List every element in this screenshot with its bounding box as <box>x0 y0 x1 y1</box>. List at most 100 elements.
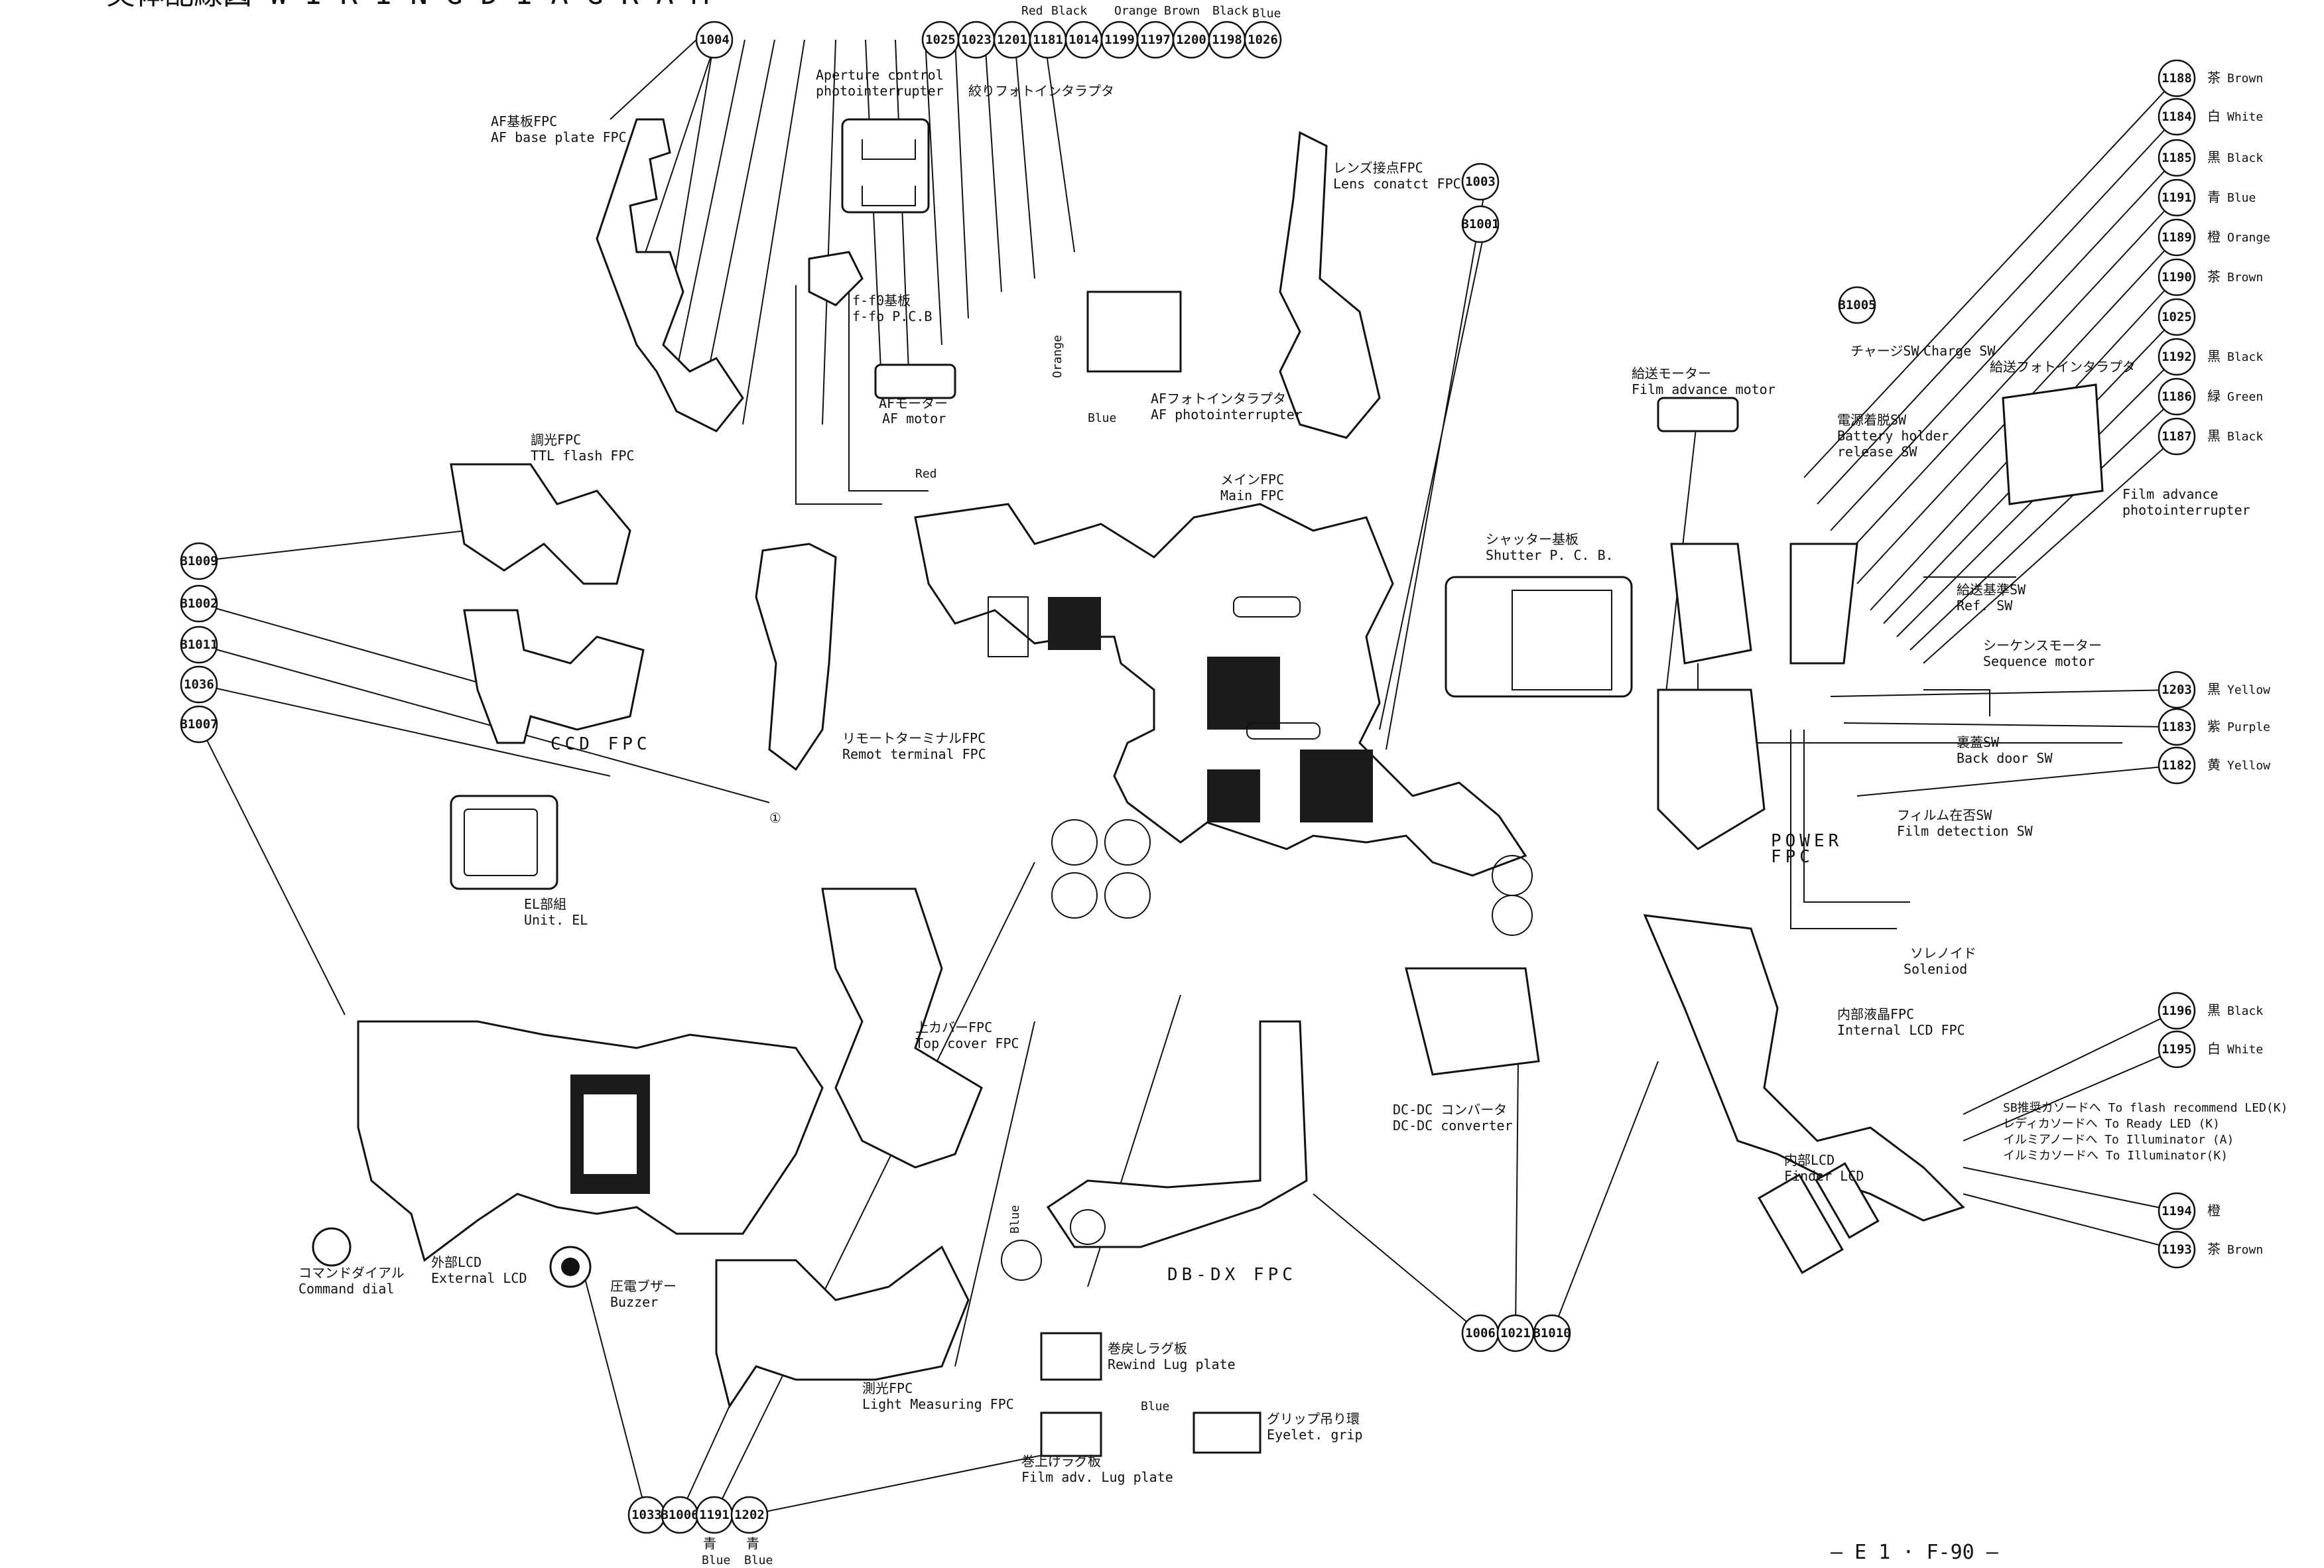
callout-bubble-1026: 1026 <box>1244 21 1282 59</box>
svg-text:レディカソードへ To Ready LED (K): レディカソードへ To Ready LED (K) <box>2003 1117 2220 1131</box>
svg-text:シーケンスモーター: シーケンスモーター <box>1983 637 2102 653</box>
light-measuring-fpc <box>715 1245 970 1409</box>
callout-label: 1201 <box>997 33 1027 47</box>
svg-text:巻上げラグ板: 巻上げラグ板 <box>1021 1453 1101 1469</box>
callout-bubble-1197: 1197 <box>1136 21 1175 59</box>
svg-text:SB推奨カソードへ To flash recommend: SB推奨カソードへ To flash recommend LED(K) <box>2003 1101 2288 1115</box>
svg-text:Battery holder: Battery holder <box>1837 428 1949 444</box>
svg-text:内部液晶FPC: 内部液晶FPC <box>1837 1006 1914 1022</box>
callout-bubble-1006: 1006 <box>1461 1314 1500 1352</box>
callout-label: B1006 <box>661 1508 698 1522</box>
callout-label: 1202 <box>734 1508 765 1522</box>
svg-text:Finder LCD: Finder LCD <box>1784 1168 1864 1184</box>
wire-color-jp: 橙 <box>2207 1203 2221 1218</box>
wire-color-en: White <box>2227 1043 2263 1057</box>
callout-label: 1033 <box>631 1508 662 1522</box>
svg-text:イルミカソードへ To Illuminator(K): イルミカソードへ To Illuminator(K) <box>2003 1149 2228 1163</box>
svg-text:外部LCD: 外部LCD <box>431 1254 482 1270</box>
svg-text:レンズ接点FPC: レンズ接点FPC <box>1333 160 1423 176</box>
callout-label: B1001 <box>1461 217 1499 231</box>
wire-color-en: Purple <box>2227 720 2270 734</box>
callout-bubble-1198: 1198 <box>1208 21 1246 59</box>
callout-bubble-1004: 1004 <box>695 21 734 59</box>
af-motor <box>874 363 956 399</box>
component-labels: AF基板FPC AF base plate FPC Aperture contr… <box>298 67 2288 1485</box>
svg-text:DC-DC converter: DC-DC converter <box>1393 1118 1513 1134</box>
sequence-board <box>1670 543 1752 665</box>
callout-bubble-b1002: B1002 <box>180 584 218 623</box>
callout-bubble-1025: 1025 <box>921 21 960 59</box>
callout-label: 1188 <box>2162 71 2192 86</box>
wire-color-en: Black <box>2227 430 2263 444</box>
callout-bubble-1188: 1188 <box>2158 59 2196 98</box>
svg-text:裏蓋SW: 裏蓋SW <box>1957 734 2000 750</box>
film-advance-photointerrupter <box>2002 383 2104 505</box>
callout-label: 1189 <box>2162 230 2192 245</box>
svg-text:Aperture control: Aperture control <box>816 67 944 83</box>
svg-text:Blue: Blue <box>1008 1205 1022 1234</box>
callout-label: 1184 <box>2162 109 2192 124</box>
wire-color-en: Black <box>2227 1004 2263 1018</box>
svg-text:Blue: Blue <box>702 1553 730 1567</box>
svg-text:シャッター基板: シャッター基板 <box>1486 531 1579 547</box>
wire-color-jp: 白 <box>2207 1041 2221 1057</box>
callout-bubble-1186: 1186 <box>2158 377 2196 416</box>
svg-text:External LCD: External LCD <box>431 1270 527 1286</box>
finder-lcd <box>1758 1173 1844 1274</box>
svg-text:メインFPC: メインFPC <box>1220 472 1284 488</box>
wire-color-jp: 紫 <box>2207 718 2221 734</box>
svg-text:Back door SW: Back door SW <box>1957 750 2053 766</box>
callout-label: B1005 <box>1838 298 1876 312</box>
wire-color-en: Green <box>2227 390 2263 404</box>
callout-bubble-b1001: B1001 <box>1461 205 1500 243</box>
callout-bubble-1184: 1184 <box>2158 98 2196 136</box>
svg-text:DB-DX FPC: DB-DX FPC <box>1167 1265 1297 1285</box>
svg-text:Lens conatct FPC: Lens conatct FPC <box>1333 176 1461 192</box>
svg-text:Eyelet. grip: Eyelet. grip <box>1267 1427 1363 1443</box>
callout-label: 1193 <box>2162 1242 2192 1257</box>
svg-text:リモートターミナルFPC: リモートターミナルFPC <box>842 730 986 746</box>
callout-label: 1025 <box>2162 310 2192 324</box>
svg-text:青: 青 <box>703 1535 716 1551</box>
ccd-fpc <box>463 609 645 744</box>
top-cover-fpc <box>821 887 983 1169</box>
svg-text:TTL flash FPC: TTL flash FPC <box>531 448 635 464</box>
wire-color-jp: 黒 <box>2207 428 2221 444</box>
page-footer: — E 1 · F-90 — <box>1831 1541 1999 1564</box>
svg-text:コマンドダイアル: コマンドダイアル <box>298 1265 405 1281</box>
wire-color-jp: 青 <box>2207 189 2221 205</box>
svg-text:巻戻しラグ板: 巻戻しラグ板 <box>1108 1340 1187 1356</box>
film-advance-motor <box>1657 397 1739 432</box>
svg-text:Light Measuring FPC: Light Measuring FPC <box>862 1396 1014 1412</box>
callout-label: 1004 <box>699 33 730 47</box>
callout-bubble-1200: 1200 <box>1172 21 1210 59</box>
svg-text:photointerrupter: photointerrupter <box>816 83 944 99</box>
command-dial <box>312 1227 352 1267</box>
callout-label: 1026 <box>1248 33 1278 47</box>
callout-bubble-1191: 1191 <box>695 1496 734 1534</box>
callout-label: 1190 <box>2162 270 2192 285</box>
wire-color-jp: 黒 <box>2207 681 2221 697</box>
svg-text:AF base plate FPC: AF base plate FPC <box>491 129 627 145</box>
callout-bubble-1203: 1203 <box>2158 671 2196 709</box>
callout-bubble-1014: 1014 <box>1065 21 1103 59</box>
callout-label: B1009 <box>180 554 218 568</box>
svg-text:Blue: Blue <box>744 1553 773 1567</box>
callout-bubble-1201: 1201 <box>993 21 1031 59</box>
callout-label: 1185 <box>2162 151 2192 165</box>
callout-label: 1023 <box>961 33 992 47</box>
callout-bubble-1199: 1199 <box>1100 21 1139 59</box>
callout-bubble-b1010: B1010 <box>1533 1314 1571 1352</box>
svg-text:AFモーター: AFモーター <box>879 395 948 411</box>
svg-text:Film advance motor: Film advance motor <box>1632 381 1775 397</box>
main-fpc-chips <box>988 596 1533 1281</box>
wire-color-en: Orange <box>2227 231 2270 245</box>
callout-bubble-1003: 1003 <box>1461 163 1500 201</box>
callout-label: 1195 <box>2162 1042 2192 1057</box>
wire-color-jp: 黒 <box>2207 1002 2221 1018</box>
callout-label: 1181 <box>1033 33 1063 47</box>
wire-color-en: Blue <box>2227 191 2256 205</box>
svg-text:Blue: Blue <box>1252 7 1281 21</box>
svg-text:Main FPC: Main FPC <box>1220 488 1284 503</box>
